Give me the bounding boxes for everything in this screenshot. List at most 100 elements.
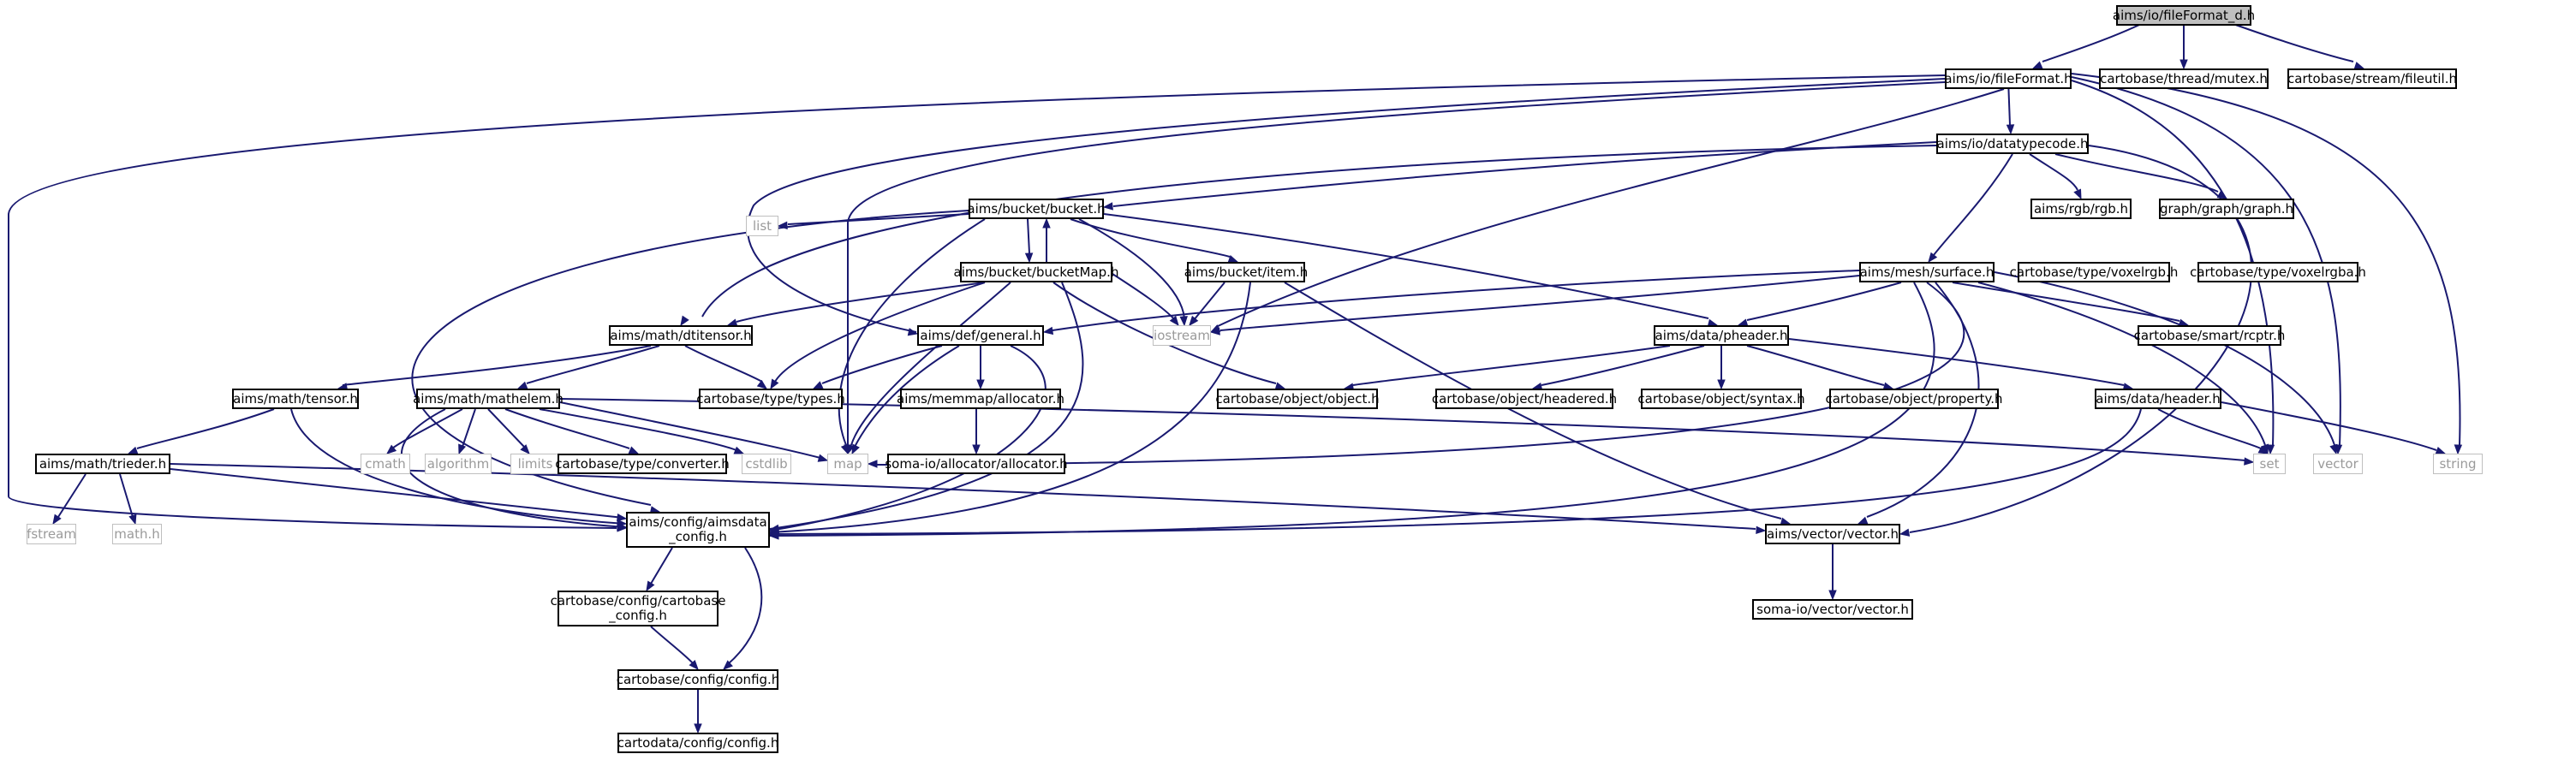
arrowhead-mathelem-to-converter: [628, 446, 640, 454]
node-vector: vector: [2313, 454, 2363, 474]
edge-bucketmap-to-aimsdata-config: [769, 282, 1084, 530]
node-bucket[interactable]: aims/bucket/bucket.h: [967, 199, 1106, 219]
arrowhead-fileformat-to-general: [907, 328, 919, 336]
node-rgb[interactable]: aims/rgb/rgb.h: [2030, 199, 2132, 219]
edge-datatypecode-to-bucket: [1112, 141, 1937, 207]
arrowhead-mathelem-to-map: [817, 454, 829, 462]
node-cartodata-config[interactable]: cartodata/config/config.h: [617, 733, 778, 753]
node-rcptr[interactable]: cartobase/smart/rcptr.h: [2134, 325, 2285, 346]
edge-bucket-to-item: [1070, 218, 1231, 258]
node-limits: limits: [510, 454, 560, 474]
edge-bucket-to-map: [838, 218, 986, 446]
edge-surface-to-general: [1052, 270, 1860, 331]
edge-surface-to-pheader: [1746, 282, 1902, 321]
edge-bucketmap-to-types: [774, 282, 986, 383]
arrowhead-datatypecode-to-vectorh: [1899, 528, 1911, 537]
arrowhead-surface-to-vector: [2329, 443, 2338, 455]
arrowhead-bucket-to-bucketmap: [1024, 252, 1034, 264]
node-types[interactable]: cartobase/type/types.h: [696, 389, 845, 409]
node-graph[interactable]: graph/graph/graph.h: [2159, 199, 2294, 219]
edge-mathelem-to-set: [559, 398, 2246, 461]
edge-fileformat-to-general: [747, 78, 1946, 333]
edge-aimsdata-config-to-cartobase-config: [650, 547, 673, 585]
node-general[interactable]: aims/def/general.h: [917, 325, 1044, 346]
node-pheader[interactable]: aims/data/pheader.h: [1654, 325, 1789, 346]
arrowhead-header-to-aimsdata-config: [768, 530, 779, 538]
edge-general-to-types: [821, 345, 943, 384]
edge-tensor-to-trieder: [136, 408, 275, 449]
node-cartobase-config-line1: cartobase/config/cartobase: [550, 593, 726, 609]
node-mutex[interactable]: cartobase/thread/mutex.h: [2099, 68, 2269, 89]
arrowhead-mathelem-to-limits: [520, 444, 530, 454]
node-fileformat[interactable]: aims/io/fileFormat.h: [1944, 68, 2072, 89]
edge-datatypecode-to-graph: [2054, 153, 2219, 193]
node-header[interactable]: aims/data/header.h: [2095, 389, 2221, 409]
node-dtitensor[interactable]: aims/math/dtitensor.h: [609, 325, 753, 346]
arrowhead-bucketmap-to-types: [770, 378, 779, 390]
edge-dtitensor-to-tensor: [342, 345, 652, 386]
node-list: list: [746, 216, 778, 236]
arrowhead-datatypecode-to-rgb: [2073, 188, 2082, 200]
arrowhead-surface-to-map: [867, 460, 878, 468]
arrowhead-allocator-to-somaallocator: [972, 444, 981, 455]
node-tensor[interactable]: aims/math/tensor.h: [232, 389, 359, 409]
arrowhead-fileformat-d-to-fileformat: [2031, 61, 2043, 69]
edge-bucket-to-pheader: [1103, 213, 1709, 319]
node-item[interactable]: aims/bucket/item.h: [1184, 262, 1308, 282]
node-cartobase-config[interactable]: cartobase/config/cartobase _config.h: [551, 591, 725, 626]
node-bucketmap[interactable]: aims/bucket/bucketMap.h: [954, 262, 1118, 282]
arrowhead-aimsdata-config-to-cartobase-config: [646, 580, 655, 592]
edge-mathelem-to-map: [559, 401, 821, 459]
edge-surface-to-vector: [1994, 271, 2335, 446]
node-fileutil[interactable]: cartobase/stream/fileutil.h: [2287, 68, 2457, 89]
arrowhead-fileformat-to-set: [2266, 444, 2275, 455]
node-fstream: fstream: [27, 524, 76, 544]
arrowhead-bucketmap-to-bucket: [1042, 217, 1051, 229]
edge-datatypecode-to-surface: [1933, 153, 2013, 256]
edge-bucketmap-to-dtitensor: [736, 282, 986, 323]
node-somaallocator[interactable]: soma-io/allocator/allocator.h: [885, 454, 1068, 474]
node-aimsdata-config-line1: aims/config/aimsdata: [629, 514, 767, 530]
node-mathelem[interactable]: aims/math/mathelem.h: [413, 389, 564, 409]
arrowhead-datatypecode-to-dtitensor: [680, 315, 689, 327]
edge-general-to-map: [854, 345, 960, 448]
node-math: math.h: [112, 524, 162, 544]
node-voxelrgb[interactable]: cartobase/type/voxelrgb.h: [2010, 262, 2178, 282]
node-headered[interactable]: cartobase/object/headered.h: [1432, 389, 1617, 409]
edge-surface-to-vectorh: [1866, 282, 1980, 518]
arrowhead-trieder-to-vectorh: [1756, 525, 1767, 535]
node-surface[interactable]: aims/mesh/surface.h: [1859, 262, 1995, 282]
node-cmath: cmath: [361, 454, 410, 474]
edge-mathelem-to-cmath: [391, 408, 463, 449]
edge-mathelem-to-limits: [487, 408, 525, 448]
arrowhead-fileformat-to-string: [2454, 444, 2463, 455]
node-vectorh[interactable]: aims/vector/vector.h: [1765, 524, 1900, 544]
node-property[interactable]: cartobase/object/property.h: [1825, 389, 2003, 409]
node-voxelrgba[interactable]: cartobase/type/voxelrgba.h: [2190, 262, 2366, 282]
edge-pheader-to-header: [1788, 338, 2125, 386]
node-config[interactable]: cartobase/config/config.h: [617, 669, 779, 690]
arrowhead-surface-to-general: [1042, 326, 1054, 335]
node-trieder[interactable]: aims/math/trieder.h: [35, 454, 170, 474]
edge-surface-to-iostream: [1219, 275, 1860, 331]
node-datatypecode[interactable]: aims/io/datatypecode.h: [1936, 134, 2089, 154]
edge-datatypecode-to-rgb: [2029, 153, 2078, 191]
arrowhead-bucket-to-iostream: [1179, 316, 1188, 327]
node-string: string: [2433, 454, 2483, 474]
node-somavector[interactable]: soma-io/vector/vector.h: [1752, 599, 1913, 620]
arrowhead-mathelem-to-cmath: [385, 444, 397, 454]
edge-mathelem-to-cstdlib: [539, 408, 737, 451]
node-aimsdata-config[interactable]: aims/config/aimsdata _config.h: [626, 512, 770, 548]
arrowhead-general-to-types: [812, 381, 824, 389]
node-syntax[interactable]: cartobase/object/syntax.h: [1637, 389, 1805, 409]
node-converter[interactable]: cartobase/type/converter.h: [555, 454, 730, 474]
node-object[interactable]: cartobase/object/object.h: [1215, 389, 1380, 409]
edge-surface-to-aimsdata-config: [769, 282, 1935, 537]
arrowhead-mathelem-to-cstdlib: [733, 446, 745, 454]
edge-bucket-to-bucketmap: [1027, 218, 1030, 254]
node-cartobase-config-line2: _config.h: [609, 608, 667, 623]
arrowhead-header-to-set: [2257, 445, 2269, 454]
node-allocator[interactable]: aims/memmap/allocator.h: [897, 389, 1064, 409]
node-cstdlib: cstdlib: [742, 454, 791, 474]
edge-fileformat-to-iostream: [1215, 88, 2005, 328]
